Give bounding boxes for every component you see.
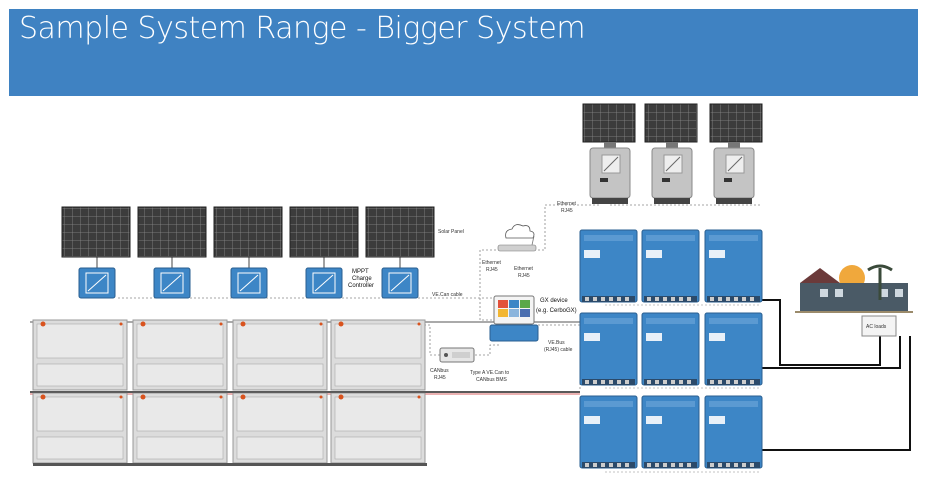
multiplus-inverter xyxy=(704,229,763,303)
vebus-label-2: (RJ45) cable xyxy=(544,347,573,353)
solar-panel xyxy=(137,206,207,258)
mppt-controllers xyxy=(78,267,419,299)
gx-label-line2: (e.g. CerboGX) xyxy=(536,308,577,314)
ac-out-3 xyxy=(762,336,911,451)
battery-module xyxy=(32,392,128,464)
pv-inverter xyxy=(651,142,693,204)
mppt-controller xyxy=(230,267,268,299)
multiplus-inverter xyxy=(579,229,638,303)
inverter-grid xyxy=(579,229,763,469)
type-a-line xyxy=(475,344,500,356)
battery-module xyxy=(132,392,228,464)
ac-out-1 xyxy=(762,299,881,366)
ac-loads-label: AC loads xyxy=(866,324,887,330)
multiplus-inverter xyxy=(579,312,638,386)
battery-module xyxy=(330,392,426,464)
battery-module xyxy=(330,319,426,391)
solar-panel xyxy=(289,206,359,258)
solar-panel-label: Solar Panel xyxy=(438,229,464,235)
vebus-line xyxy=(538,324,581,390)
battery-bank xyxy=(32,319,427,466)
battery-module xyxy=(232,319,328,391)
top-solar-array xyxy=(582,103,763,143)
bms-module xyxy=(439,347,475,363)
mppt-label-line2: Charge xyxy=(352,276,372,282)
solar-panel xyxy=(365,206,435,258)
solar-panel xyxy=(709,103,763,143)
gx-label-line1: GX device xyxy=(540,298,568,304)
type-cable-label-2: CANbus BMS xyxy=(476,377,508,383)
mppt-label-line3: Controller xyxy=(348,283,374,289)
vebus-label-1: VE.Bus xyxy=(548,340,565,346)
ethernet-router-gx xyxy=(479,249,500,321)
vecan-label: VE.Can cable xyxy=(432,292,463,298)
mppt-controller xyxy=(381,267,419,299)
house xyxy=(795,264,913,313)
type-cable-label-1: Type A VE.Can to xyxy=(470,370,509,376)
ac-loads-box xyxy=(861,315,897,337)
multiplus-inverter xyxy=(641,229,700,303)
battery-module xyxy=(132,319,228,391)
ethernet-router-pv xyxy=(530,204,600,251)
mppt-controller xyxy=(153,267,191,299)
ethernet-right-label-1: Ethernet xyxy=(514,266,534,272)
pv-inverters xyxy=(589,142,755,204)
cloud-icon xyxy=(505,224,535,239)
ac-out-2 xyxy=(762,336,901,369)
canbus-label-1: CANbus xyxy=(430,368,449,374)
multiplus-inverter xyxy=(641,312,700,386)
battery-module xyxy=(32,319,128,391)
solar-panel xyxy=(582,103,636,143)
mppt-controller xyxy=(305,267,343,299)
ethernet-right-label-2: RJ45 xyxy=(518,273,530,279)
solar-panel xyxy=(644,103,698,143)
title-banner: Sample System Range - Bigger System xyxy=(9,9,918,96)
router xyxy=(497,224,537,252)
canbus-label-2: RJ45 xyxy=(434,375,446,381)
multiplus-inverter xyxy=(641,395,700,469)
ethernet-left-label-2: RJ45 xyxy=(486,267,498,273)
pv-inverter xyxy=(589,142,631,204)
pv-inverter xyxy=(713,142,755,204)
gx-device xyxy=(489,295,539,342)
ethernet-top-label-2: RJ45 xyxy=(561,208,573,214)
solar-panel xyxy=(61,206,131,258)
ethernet-left-label-1: Ethernet xyxy=(482,260,502,266)
multiplus-inverter xyxy=(579,395,638,469)
multiplus-inverter xyxy=(704,312,763,386)
solar-panel xyxy=(213,206,283,258)
multiplus-inverter xyxy=(704,395,763,469)
left-solar-array xyxy=(61,206,435,258)
mppt-controller xyxy=(78,267,116,299)
ethernet-top-label-1: Ethernet xyxy=(557,201,577,207)
page-title: Sample System Range - Bigger System xyxy=(19,11,586,46)
battery-module xyxy=(232,392,328,464)
tree-icon xyxy=(867,264,893,300)
mppt-label-line1: MPPT xyxy=(352,269,369,275)
